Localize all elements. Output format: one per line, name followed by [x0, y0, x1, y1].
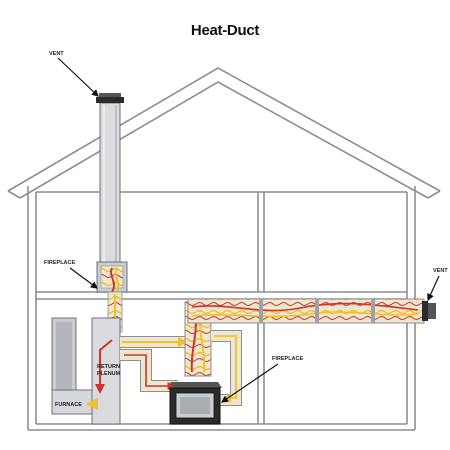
labels: VENT FIREPLACE VENT FIREPLACE RETURN PLE… — [44, 51, 448, 408]
label-plenum: PLENUM — [97, 371, 121, 377]
right-vent-cap — [422, 301, 436, 321]
label-furnace: FURNACE — [55, 402, 82, 408]
return-plenum — [85, 317, 121, 425]
supply-duct-loop — [120, 336, 190, 392]
horizontal-duct — [187, 298, 425, 324]
top-vent-cap — [96, 93, 124, 103]
label-vent-top: VENT — [49, 51, 64, 57]
upper-fireplace — [96, 261, 128, 293]
diagram-title: Heat-Duct — [190, 22, 260, 39]
lower-fireplace — [169, 382, 222, 425]
chimney-vent-pipe — [99, 102, 121, 264]
label-fireplace-lower: FIREPLACE — [272, 356, 304, 362]
furnace — [51, 317, 95, 415]
label-return: RETURN — [97, 364, 120, 370]
label-fireplace-upper: FIREPLACE — [44, 260, 76, 266]
label-vent-right: VENT — [433, 268, 448, 274]
